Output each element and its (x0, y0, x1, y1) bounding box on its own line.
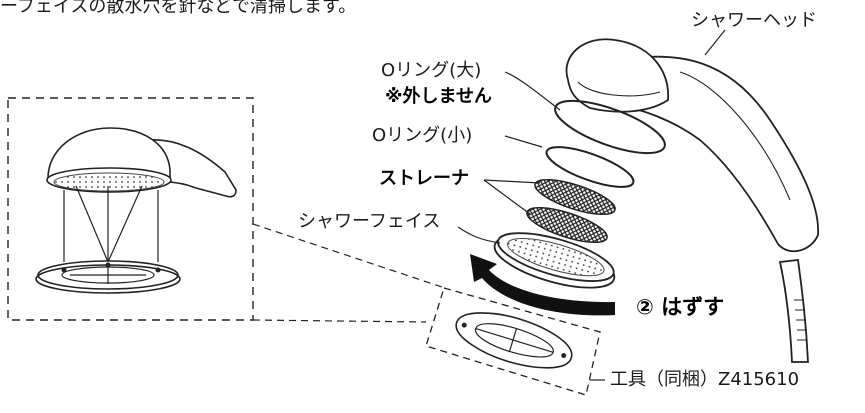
label-strainer: ストレーナ (379, 168, 469, 189)
label-leaders (457, 29, 726, 381)
label-shower-head: シャワーヘッド (691, 10, 817, 31)
shower-head (565, 38, 819, 363)
label-oring-small: Oリング(小) (372, 125, 473, 146)
tool-box (425, 287, 601, 396)
tool (455, 312, 573, 369)
shower-face (493, 232, 616, 289)
inset-shower-head (46, 127, 237, 198)
label-tool: 工具（同梱）Z415610 (610, 369, 800, 390)
inset-guide-lines (63, 185, 159, 263)
label-remove-step: ② はずす (636, 295, 725, 319)
remove-arrow (470, 254, 615, 316)
inset-leaders (252, 223, 446, 323)
label-oring-large-note: ※外しません (385, 86, 492, 107)
instruction-fragment: ーフェイスの散水穴を針などで清掃します。 (0, 0, 357, 17)
label-oring-large: Oリング(大) (381, 60, 482, 81)
label-shower-face: シャワーフェイス (298, 211, 441, 232)
strainer-1 (534, 179, 616, 215)
oring-small (545, 146, 635, 188)
inset-box (7, 97, 254, 321)
inset-face-plate (35, 260, 181, 294)
